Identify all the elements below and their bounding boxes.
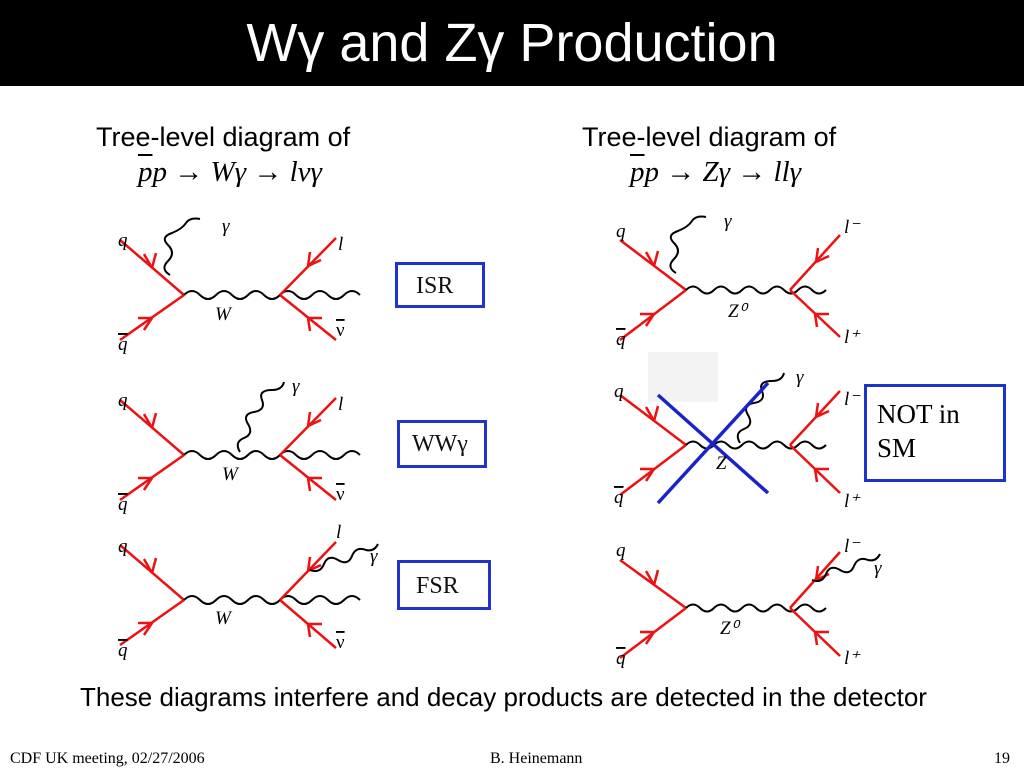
fsr-label: FSR — [416, 573, 459, 599]
label-qbar: q — [614, 487, 624, 508]
label-nubar: ν — [336, 484, 345, 505]
not-in-sm-line1: NOT in — [877, 399, 960, 429]
label-qbar: q — [118, 640, 128, 661]
label-l: l — [338, 394, 343, 415]
label-l: l — [336, 522, 341, 543]
label-w: W — [222, 464, 240, 485]
label-lplus: l⁺ — [844, 327, 861, 348]
z-isr-diagram: q q γ Z⁰ l⁻ l⁺ — [616, 211, 861, 350]
label-q: q — [118, 390, 128, 411]
footer-center: B. Heinemann — [490, 750, 583, 767]
right-heading: Tree-level diagram of — [582, 122, 837, 152]
left-formula: pp → Wγ → lνγ — [138, 156, 322, 189]
not-in-sm-line2: SM — [877, 433, 917, 463]
left-heading: Tree-level diagram of — [96, 122, 351, 152]
slide-title: Wγ and Zγ Production — [246, 13, 778, 73]
label-w: W — [215, 608, 233, 629]
label-q: q — [118, 230, 128, 251]
wwg-label: WWγ — [412, 431, 468, 457]
label-nubar: ν — [336, 320, 345, 341]
label-q: q — [118, 536, 128, 557]
gray-mask — [648, 352, 718, 402]
label-gamma: γ — [370, 546, 378, 567]
label-qbar: q — [616, 329, 626, 350]
label-gamma: γ — [222, 216, 230, 237]
z-fsr-diagram: q q γ Z⁰ l⁻ l⁺ — [616, 536, 882, 669]
w-wwg-diagram: q q γ W l ν — [118, 376, 361, 515]
right-formula: pp → Zγ → llγ — [630, 156, 801, 189]
right-formula-rest: p → Zγ → llγ — [644, 156, 802, 188]
label-z: Z — [716, 453, 727, 474]
label-q: q — [614, 381, 624, 402]
label-z0: Z⁰ — [728, 301, 749, 322]
label-gamma: γ — [292, 376, 300, 397]
title-bar — [0, 0, 1024, 86]
label-gamma: γ — [796, 367, 804, 388]
label-lplus: l⁺ — [844, 491, 861, 512]
label-q: q — [616, 221, 626, 242]
isr-label: ISR — [416, 273, 454, 299]
w-fsr-diagram: q q γ W l ν — [118, 522, 379, 661]
label-q: q — [616, 540, 626, 561]
label-z0: Z⁰ — [720, 618, 741, 639]
label-lplus: l⁺ — [844, 648, 861, 669]
w-isr-diagram: q q γ W l ν — [118, 216, 361, 355]
label-lminus: l⁻ — [844, 536, 861, 557]
footer-left: CDF UK meeting, 02/27/2006 — [10, 750, 205, 767]
footer-page-number: 19 — [994, 750, 1010, 767]
label-qbar: q — [118, 334, 128, 355]
label-l: l — [338, 234, 343, 255]
not-in-sm-box: NOT in SM — [864, 384, 1006, 482]
isr-box: ISR — [395, 262, 485, 308]
bottom-caption: These diagrams interfere and decay produ… — [80, 682, 927, 712]
label-qbar: q — [616, 648, 626, 669]
cross-line-2 — [656, 381, 770, 505]
z-zzg-diagram: q q γ Z l⁻ l⁺ — [614, 367, 861, 512]
label-nubar: ν — [336, 632, 345, 653]
right-formula-bar: p — [630, 156, 645, 188]
wwg-box: WWγ — [397, 420, 487, 468]
label-lminus: l⁻ — [844, 217, 861, 238]
label-gamma: γ — [874, 558, 882, 579]
label-w: W — [215, 304, 233, 325]
label-qbar: q — [118, 494, 128, 515]
label-gamma: γ — [724, 211, 732, 232]
label-lminus: l⁻ — [844, 389, 861, 410]
left-formula-rest: p → Wγ → lνγ — [152, 156, 322, 188]
fsr-box: FSR — [397, 560, 491, 610]
left-formula-bar: p — [138, 156, 153, 188]
